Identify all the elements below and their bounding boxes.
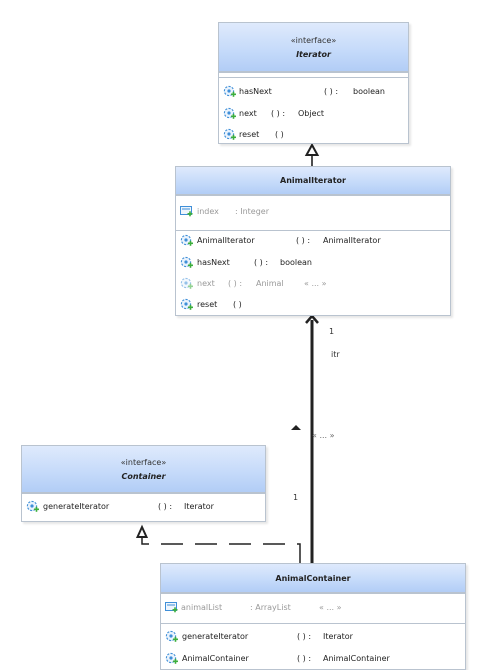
operations-compartment: hasNext ( ) : boolean next ( ) : Object … xyxy=(219,77,408,146)
operation-return-type: Object xyxy=(298,109,325,118)
operation-params: ( ) : xyxy=(271,109,286,118)
realization-arrowhead-container xyxy=(135,524,149,538)
operation-row[interactable]: next ( ) : Object xyxy=(219,106,408,122)
operation-stereotype: « ... » xyxy=(304,279,327,288)
operation-params: ( ) : xyxy=(158,502,173,511)
attributes-compartment: index : Integer xyxy=(176,195,450,230)
class-animal-iterator[interactable]: AnimalIterator index : Integer AnimalIte… xyxy=(175,166,451,316)
association-role-label: itr xyxy=(331,350,340,359)
operation-params: ( ) xyxy=(275,130,284,139)
operation-params: ( ) : xyxy=(254,258,269,267)
operation-row[interactable]: reset ( ) xyxy=(219,127,408,143)
operation-icon xyxy=(180,256,193,269)
attribute-row[interactable]: animalList : ArrayList « ... » xyxy=(161,600,465,616)
class-animal-container-name: AnimalContainer xyxy=(275,574,351,583)
realization-arrowhead-iterator xyxy=(304,142,320,156)
association-direction-triangle xyxy=(291,425,301,430)
operation-params: ( ) : xyxy=(297,632,312,641)
operation-name: reset xyxy=(239,130,260,139)
operation-icon xyxy=(180,234,193,247)
operation-name: next xyxy=(239,109,257,118)
attribute-type: : Integer xyxy=(235,207,270,216)
operation-icon xyxy=(223,128,236,141)
operation-name: next xyxy=(197,279,215,288)
operation-return-type: boolean xyxy=(353,87,385,96)
realization-line-container xyxy=(141,535,301,563)
attribute-stereotype: « ... » xyxy=(319,603,342,612)
operation-return-type: Iterator xyxy=(323,632,353,641)
operation-row[interactable]: generateIterator ( ) : Iterator xyxy=(22,499,265,515)
attribute-icon xyxy=(165,602,178,613)
association-multiplicity-top: 1 xyxy=(329,327,335,336)
class-container-stereotype: «interface» xyxy=(120,458,167,467)
operation-row[interactable]: hasNext ( ) : boolean xyxy=(219,84,408,100)
operation-name: generateIterator xyxy=(182,632,249,641)
class-container-header: «interface» Container xyxy=(22,446,265,493)
operation-row[interactable]: AnimalContainer ( ) : AnimalContainer xyxy=(161,651,465,667)
attribute-type: : ArrayList xyxy=(250,603,291,612)
class-iterator[interactable]: «interface» Iterator hasNext ( ) : boole… xyxy=(218,22,409,144)
operation-params: ( ) : xyxy=(296,236,311,245)
operation-row[interactable]: reset ( ) xyxy=(176,297,450,313)
association-stereotype: « ... » xyxy=(312,431,335,440)
operation-return-type: Animal xyxy=(256,279,284,288)
operation-params: ( ) : xyxy=(297,654,312,663)
association-arrowhead xyxy=(305,314,319,324)
operations-compartment: generateIterator ( ) : Iterator AnimalCo… xyxy=(161,623,465,670)
operation-return-type: Iterator xyxy=(184,502,214,511)
attributes-compartment xyxy=(219,72,408,77)
class-container-name: Container xyxy=(121,472,166,481)
operation-icon xyxy=(180,298,193,311)
class-iterator-stereotype: «interface» xyxy=(290,36,337,45)
operation-row[interactable]: hasNext ( ) : boolean xyxy=(176,255,450,271)
attribute-icon xyxy=(180,206,193,217)
class-animal-iterator-header: AnimalIterator xyxy=(176,167,450,195)
operation-return-type: AnimalContainer xyxy=(323,654,390,663)
operation-icon xyxy=(165,630,178,643)
attribute-row[interactable]: index : Integer xyxy=(176,204,450,220)
attribute-name: animalList xyxy=(181,603,223,612)
operation-return-type: boolean xyxy=(280,258,312,267)
operation-return-type: AnimalIterator xyxy=(323,236,381,245)
operation-params: ( ) xyxy=(233,300,242,309)
class-animal-iterator-name: AnimalIterator xyxy=(280,176,346,185)
operation-params: ( ) : xyxy=(228,279,243,288)
operation-icon xyxy=(180,277,193,290)
operation-name: AnimalContainer xyxy=(182,654,249,663)
operation-row[interactable]: generateIterator ( ) : Iterator xyxy=(161,629,465,645)
attribute-name: index xyxy=(197,207,219,216)
operation-icon xyxy=(223,107,236,120)
association-multiplicity-bottom: 1 xyxy=(293,493,299,502)
class-iterator-name: Iterator xyxy=(296,50,331,59)
class-animal-container-header: AnimalContainer xyxy=(161,564,465,593)
operation-icon xyxy=(165,652,178,665)
operation-name: generateIterator xyxy=(43,502,110,511)
operation-params: ( ) : xyxy=(324,87,339,96)
class-animal-container[interactable]: AnimalContainer animalList : ArrayList «… xyxy=(160,563,466,670)
operations-compartment: generateIterator ( ) : Iterator xyxy=(22,493,265,522)
operation-icon xyxy=(26,500,39,513)
operation-name: AnimalIterator xyxy=(197,236,255,245)
operation-icon xyxy=(223,85,236,98)
class-container[interactable]: «interface» Container generateIterator (… xyxy=(21,445,266,522)
operation-row[interactable]: next ( ) : Animal « ... » xyxy=(176,276,450,292)
operation-row[interactable]: AnimalIterator ( ) : AnimalIterator xyxy=(176,233,450,249)
class-iterator-header: «interface» Iterator xyxy=(219,23,408,72)
operation-name: hasNext xyxy=(197,258,230,267)
attributes-compartment: animalList : ArrayList « ... » xyxy=(161,593,465,623)
operation-name: hasNext xyxy=(239,87,272,96)
operation-name: reset xyxy=(197,300,218,309)
operations-compartment: AnimalIterator ( ) : AnimalIterator hasN… xyxy=(176,230,450,315)
